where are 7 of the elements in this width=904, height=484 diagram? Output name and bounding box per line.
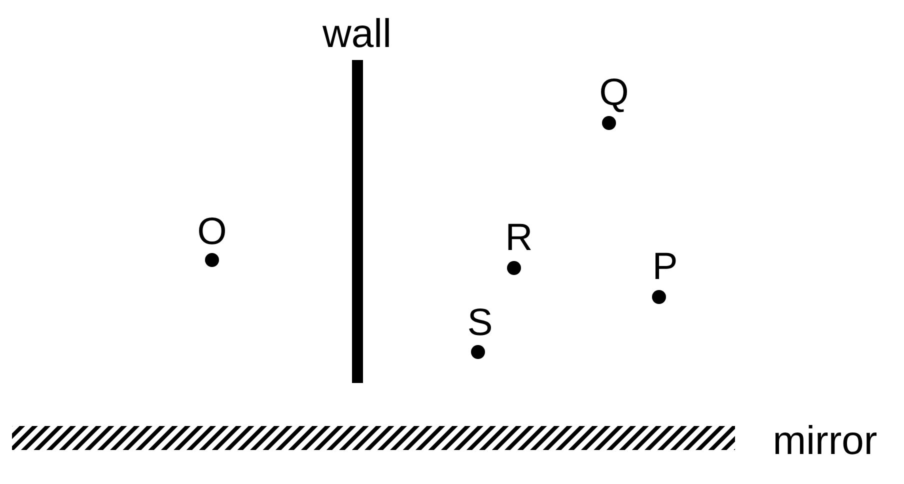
wall-label: wall [322,14,392,54]
point-label: Q [599,74,629,112]
point-label: O [197,213,227,251]
mirror-label: mirror [772,421,878,461]
point-label: P [652,248,678,286]
point-label: S [467,304,493,342]
point-label: R [505,219,533,257]
